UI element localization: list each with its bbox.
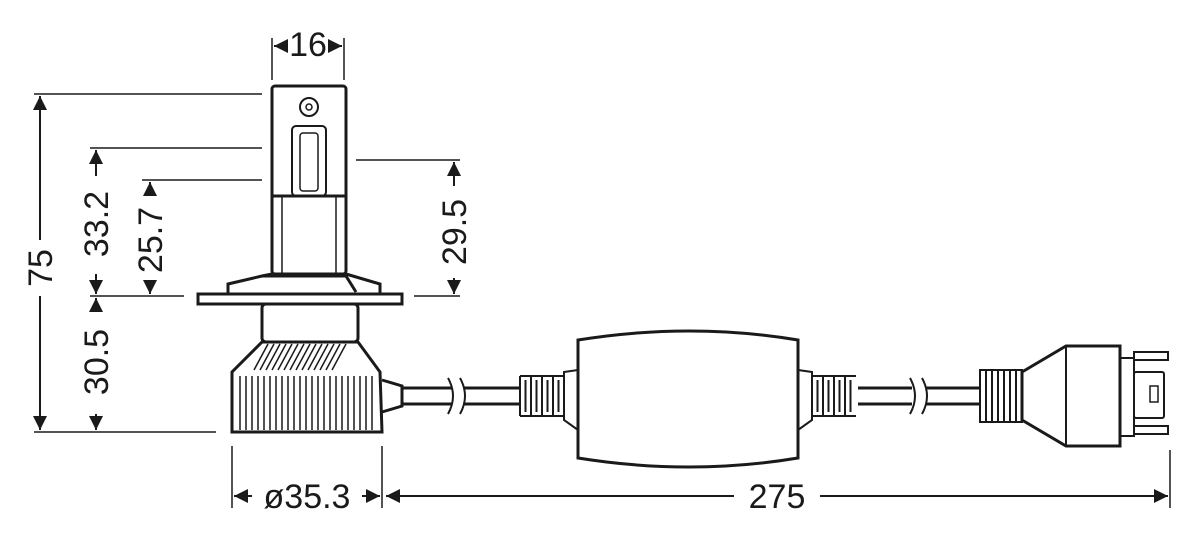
dimension-heatsink-diameter: ø35.3 (264, 478, 351, 516)
bulb-outline (196, 84, 404, 434)
dimension-top-width: 16 (289, 26, 327, 64)
heatsink-fins (239, 343, 373, 430)
dimension-base-height: 30.5 (78, 329, 116, 395)
dimension-right-height: 29.5 (436, 199, 474, 265)
dimension-lines (33, 38, 1171, 508)
dimension-upper-height: 33.2 (78, 191, 116, 257)
dimension-total-length: 275 (749, 478, 806, 516)
cable-and-driver (402, 329, 1169, 469)
dimension-total-height: 75 (22, 249, 60, 287)
dimension-led-height: 25.7 (132, 207, 170, 273)
